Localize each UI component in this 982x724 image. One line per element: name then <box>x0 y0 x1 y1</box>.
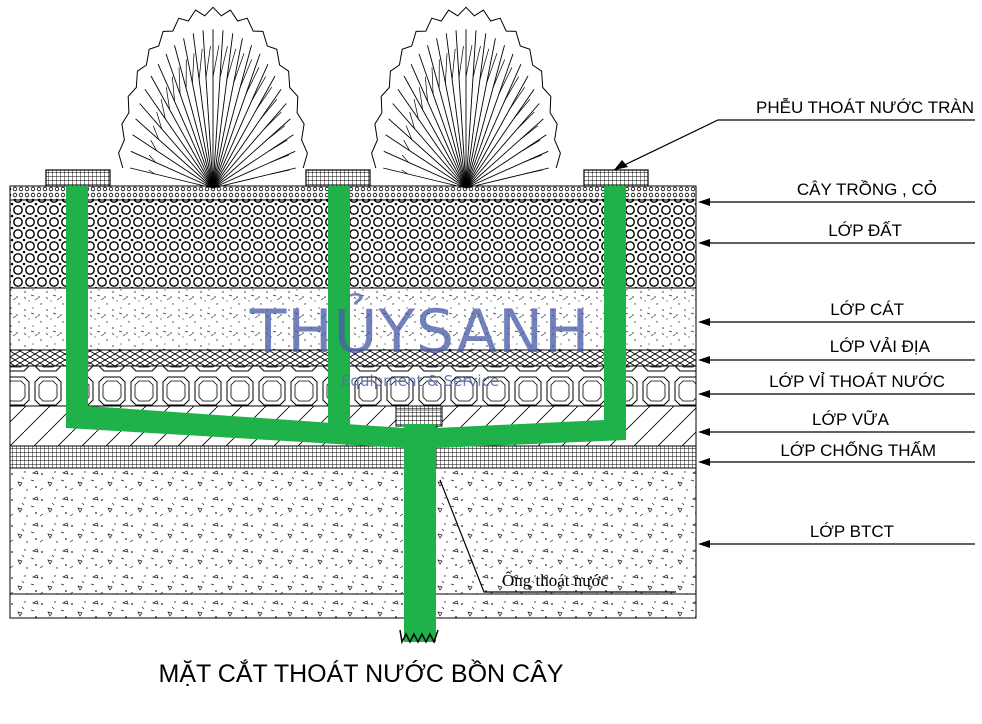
label-geotextile: LỚP VẢI ĐỊA <box>830 337 931 356</box>
label-overflow-funnel: PHỄU THOÁT NƯỚC TRÀN <box>756 98 974 117</box>
drainage-pipes <box>66 186 626 642</box>
plant-shrubs <box>118 6 561 189</box>
overflow-funnel <box>45 169 111 187</box>
watermark-sub: Equipment & Service <box>341 372 499 390</box>
leader-lines <box>439 119 975 593</box>
pipe-main-outlet <box>404 424 436 642</box>
pipe-horizontal-right <box>436 420 626 448</box>
shrub <box>118 6 308 189</box>
layers <box>9 185 697 619</box>
layer-drain-cell <box>9 365 697 407</box>
overflow-funnels <box>45 169 649 187</box>
drain-strainer <box>395 405 443 427</box>
label-soil: LỚP ĐẤT <box>828 221 902 240</box>
arrowheads <box>698 198 710 548</box>
watermark-main: THỦYSANH <box>249 292 591 367</box>
pipe-horizontal-left <box>66 406 404 448</box>
overflow-funnel <box>305 169 371 187</box>
pipe-vertical-middle <box>328 186 350 434</box>
label-concrete: LỚP BTCT <box>810 522 894 541</box>
layer-plants <box>9 185 697 201</box>
shrub <box>371 6 561 189</box>
label-mortar: LỚP VỮA <box>812 410 890 429</box>
diagram-title: MẶT CẮT THOÁT NƯỚC BỒN CÂY <box>159 658 564 688</box>
label-plants: CÂY TRỒNG , CỎ <box>797 180 937 199</box>
watermark: THỦYSANH Equipment & Service <box>249 292 591 390</box>
leader-overflow-funnel <box>613 119 975 171</box>
leader-pipe <box>439 479 676 593</box>
layer-labels: PHỄU THOÁT NƯỚC TRÀN CÂY TRỒNG , CỎ LỚP … <box>502 98 974 590</box>
layer-sand <box>9 287 697 351</box>
overflow-funnel <box>583 169 649 187</box>
pipe-outlet-end <box>399 629 439 645</box>
label-pipe: Ống thoát nước <box>502 571 608 590</box>
label-sand: LỚP CÁT <box>830 300 904 319</box>
pipe-vertical-right <box>604 186 626 436</box>
layer-concrete <box>9 467 697 619</box>
layer-soil <box>9 199 697 289</box>
pipe-vertical-left <box>66 186 88 422</box>
label-drain-cell: LỚP VỈ THOÁT NƯỚC <box>769 372 945 391</box>
label-waterproof: LỚP CHỐNG THẤM <box>780 440 936 460</box>
layer-waterproof <box>9 445 697 469</box>
